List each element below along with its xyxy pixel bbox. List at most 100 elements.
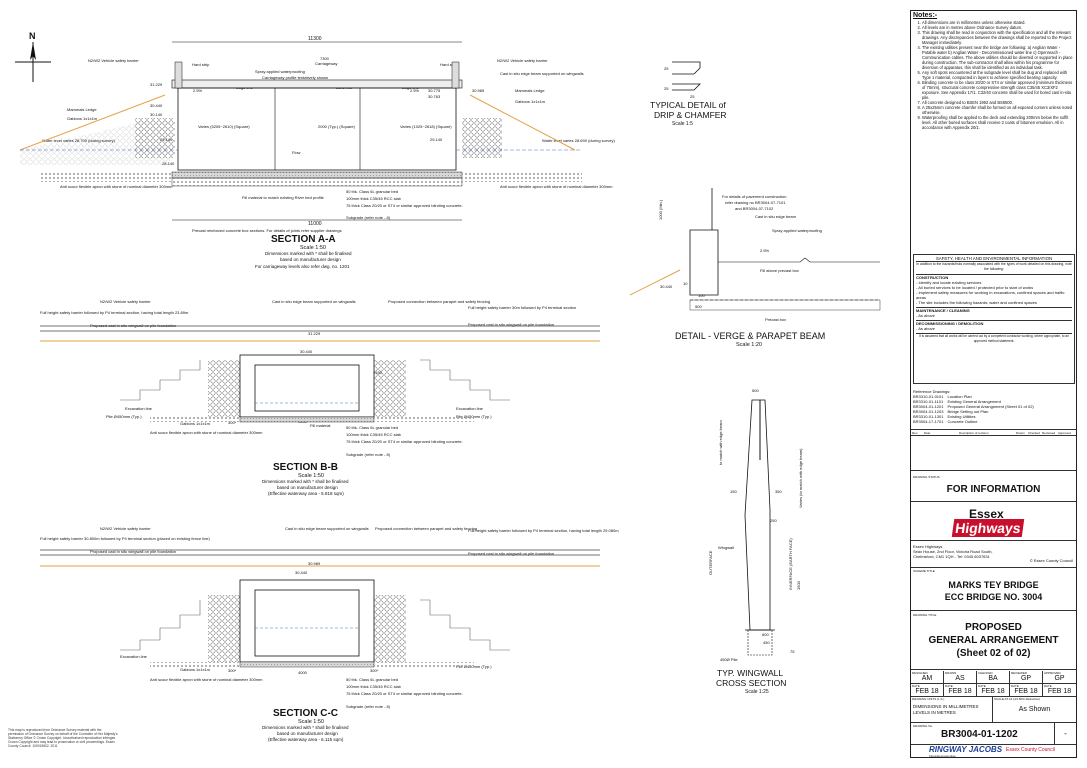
ringway-jacobs-logo: RINGWAY JACOBS xyxy=(929,745,1003,754)
note-item: The existing utilities present near the … xyxy=(922,45,1075,70)
svg-text:500: 500 xyxy=(695,304,702,309)
svg-text:30.440: 30.440 xyxy=(295,570,308,575)
copyright-note: This map is reproduced from Ordnance Sur… xyxy=(8,728,118,748)
svg-text:Proposed connection between pa: Proposed connection between parapet and … xyxy=(388,299,490,304)
svg-text:Pile Ø450mm (Typ.): Pile Ø450mm (Typ.) xyxy=(456,664,492,669)
svg-text:Proposed cast in situ wingwall: Proposed cast in situ wingwall on pile f… xyxy=(90,323,176,328)
note-item: All dimensions are in millimetres unless… xyxy=(922,20,1075,25)
svg-text:Gabions 1x1x1m: Gabions 1x1x1m xyxy=(67,116,98,121)
section-cc-title: SECTION C-C xyxy=(273,708,338,719)
svg-text:Fill material: Fill material xyxy=(310,423,331,428)
svg-text:Full height safety barrier fol: Full height safety barrier followed by P… xyxy=(468,528,619,533)
svg-text:Subgrade (refer note - 8): Subgrade (refer note - 8) xyxy=(346,452,391,457)
svg-text:11300: 11300 xyxy=(308,36,322,42)
svg-text:2.5%: 2.5% xyxy=(760,248,770,253)
svg-text:30.775: 30.775 xyxy=(428,88,441,93)
svg-text:Cast in situ edge beam: Cast in situ edge beam xyxy=(755,214,797,219)
drip-detail: 25 25 25 TYPICAL DETAIL of DRIP & CHAMFE… xyxy=(650,61,727,127)
svg-text:N2/W2 Vehicle safety barrier: N2/W2 Vehicle safety barrier xyxy=(497,58,548,63)
svg-text:Carriageway: Carriageway xyxy=(315,61,337,66)
svg-text:Anti scour flexible apron with: Anti scour flexible apron with stone of … xyxy=(150,430,263,435)
svg-text:30.989: 30.989 xyxy=(308,561,321,566)
notes: Notes:- All dimensions are in millimetre… xyxy=(913,12,1075,130)
svg-text:50 thk. Class 6L granular bed: 50 thk. Class 6L granular bed xyxy=(346,677,398,682)
svg-text:Gabions 1x1x1m: Gabions 1x1x1m xyxy=(180,421,211,426)
svg-text:Water level varies 28.690 (dur: Water level varies 28.690 (during survey… xyxy=(542,138,615,143)
svg-text:N2/W2 Vehicle safety barrier: N2/W2 Vehicle safety barrier xyxy=(100,526,151,531)
svg-text:Cast in situ edge beam support: Cast in situ edge beam supported on wing… xyxy=(272,299,356,304)
svg-text:INNERFACE (EARTH FACE): INNERFACE (EARTH FACE) xyxy=(788,538,793,590)
svg-text:Fill above precast box: Fill above precast box xyxy=(760,268,799,273)
svg-text:75 thick Class 20/20 or ST4 or: 75 thick Class 20/20 or ST4 or similar a… xyxy=(346,439,463,444)
svg-text:Dimensions marked with * shall: Dimensions marked with * shall be finali… xyxy=(262,725,349,730)
svg-text:Carriageway profile tentativel: Carriageway profile tentatively shown xyxy=(262,75,328,80)
svg-text:11000: 11000 xyxy=(308,221,322,227)
svg-text:Gabions 1x1x1m: Gabions 1x1x1m xyxy=(180,667,211,672)
svg-text:Hard strip: Hard strip xyxy=(440,62,458,67)
svg-text:Excavation line: Excavation line xyxy=(120,654,148,659)
svg-text:TYPICAL DETAIL of: TYPICAL DETAIL of xyxy=(650,100,726,110)
svg-text:to match with edge beam: to match with edge beam xyxy=(718,420,723,465)
north-label: N xyxy=(29,31,36,41)
svg-text:Dimensions marked with * shall: Dimensions marked with * shall be finali… xyxy=(262,479,349,484)
svg-text:2000 (Typ.) (Square): 2000 (Typ.) (Square) xyxy=(318,124,356,129)
note-item: Waterproofing shall be applied to the de… xyxy=(922,115,1075,130)
svg-text:100mm thick C35/45 RCC slab: 100mm thick C35/45 RCC slab xyxy=(346,432,402,437)
svg-text:31.229: 31.229 xyxy=(308,331,321,336)
svg-text:25: 25 xyxy=(690,94,695,99)
svg-text:1000 (Min.): 1000 (Min.) xyxy=(658,199,663,220)
note-item: A 25x25mm concrete chamfer shall be form… xyxy=(922,105,1075,115)
svg-text:Scale 1:25: Scale 1:25 xyxy=(745,689,769,695)
section-aa: 11300 7300 Carriageway N2/W2 Vehicle saf… xyxy=(19,36,615,233)
svg-text:150: 150 xyxy=(730,489,737,494)
svg-text:Varies (5205~2610) (Square): Varies (5205~2610) (Square) xyxy=(198,124,250,129)
svg-text:2.5%: 2.5% xyxy=(410,88,420,93)
svg-text:75 thick Class 20/20 or ST4 or: 75 thick Class 20/20 or ST4 or similar a… xyxy=(346,203,463,208)
safety-health-box: SAFETY, HEALTH AND ENVIRONMENTAL INFORMA… xyxy=(913,254,1075,384)
svg-text:7300: 7300 xyxy=(320,56,330,61)
svg-text:100mm thick C35/45 RCC slab: 100mm thick C35/45 RCC slab xyxy=(346,196,402,201)
svg-text:Scale 1:5: Scale 1:5 xyxy=(672,121,693,127)
svg-text:N2/W2 Vehicle safety barrier: N2/W2 Vehicle safety barrier xyxy=(100,299,151,304)
svg-text:300*: 300* xyxy=(370,668,379,673)
section-aa-scale: Scale 1:50 xyxy=(300,245,326,251)
address: Essex Highways Seax House, 2nd Floor, Vi… xyxy=(913,544,993,559)
svg-text:(Effective waterway area - 6.1: (Effective waterway area - 6.115 sqm) xyxy=(268,737,344,742)
svg-text:50 thk. Class 6L granular bed: 50 thk. Class 6L granular bed xyxy=(346,189,398,194)
svg-text:Pile Ø450mm (Typ.): Pile Ø450mm (Typ.) xyxy=(456,414,492,419)
svg-text:Spray applied waterproofing: Spray applied waterproofing xyxy=(772,228,822,233)
svg-text:30.440: 30.440 xyxy=(150,103,163,108)
svg-text:10: 10 xyxy=(683,281,688,286)
svg-text:Flow: Flow xyxy=(292,150,301,155)
svg-text:Subgrade (refer note - 8): Subgrade (refer note - 8) xyxy=(346,704,391,709)
svg-text:31.229: 31.229 xyxy=(150,82,163,87)
svg-text:30.140: 30.140 xyxy=(150,112,163,117)
svg-text:Fill material to match existin: Fill material to match existing River be… xyxy=(242,195,325,200)
svg-text:75: 75 xyxy=(790,649,795,654)
svg-text:Proposed connection between pa: Proposed connection between parapet and … xyxy=(375,526,477,531)
svg-text:Excavation line: Excavation line xyxy=(456,406,484,411)
section-aa-title: SECTION A-A xyxy=(271,234,336,245)
section-bb: N2/W2 Vehicle safety barrier Full height… xyxy=(40,299,600,457)
svg-text:250: 250 xyxy=(770,518,777,523)
svg-text:25: 25 xyxy=(664,86,669,91)
svg-text:Wingwall: Wingwall xyxy=(718,545,734,550)
drawing-sheet: N 11300 7300 Carriageway N2/W2 Vehicle s… xyxy=(15,31,881,742)
svg-text:based on manufacturer design: based on manufacturer design xyxy=(277,485,338,490)
svg-text:For details of pavement constr: For details of pavement construction xyxy=(722,194,786,199)
svg-text:450: 450 xyxy=(763,640,770,645)
svg-text:300*: 300* xyxy=(228,420,237,425)
svg-text:Proposed cast in situ wingwall: Proposed cast in situ wingwall on pile f… xyxy=(468,322,554,327)
footer-logos: RINGWAY JACOBS Integrated expertise Esse… xyxy=(929,745,1055,758)
note-item: All concrete designed to BSEN 1992 and B… xyxy=(922,100,1075,105)
svg-text:Proposed cast in situ wingwall: Proposed cast in situ wingwall on pile f… xyxy=(90,549,176,554)
wingwall-title-1: TYP. WINGWALL xyxy=(717,668,783,678)
note-item: Any soft spots encountered at the subgra… xyxy=(922,70,1075,80)
svg-text:DRIP & CHAMFER: DRIP & CHAMFER xyxy=(654,110,727,120)
section-bb-scale: Scale 1:50 xyxy=(298,473,324,479)
county-copyright: © Essex County Council xyxy=(1029,558,1073,563)
